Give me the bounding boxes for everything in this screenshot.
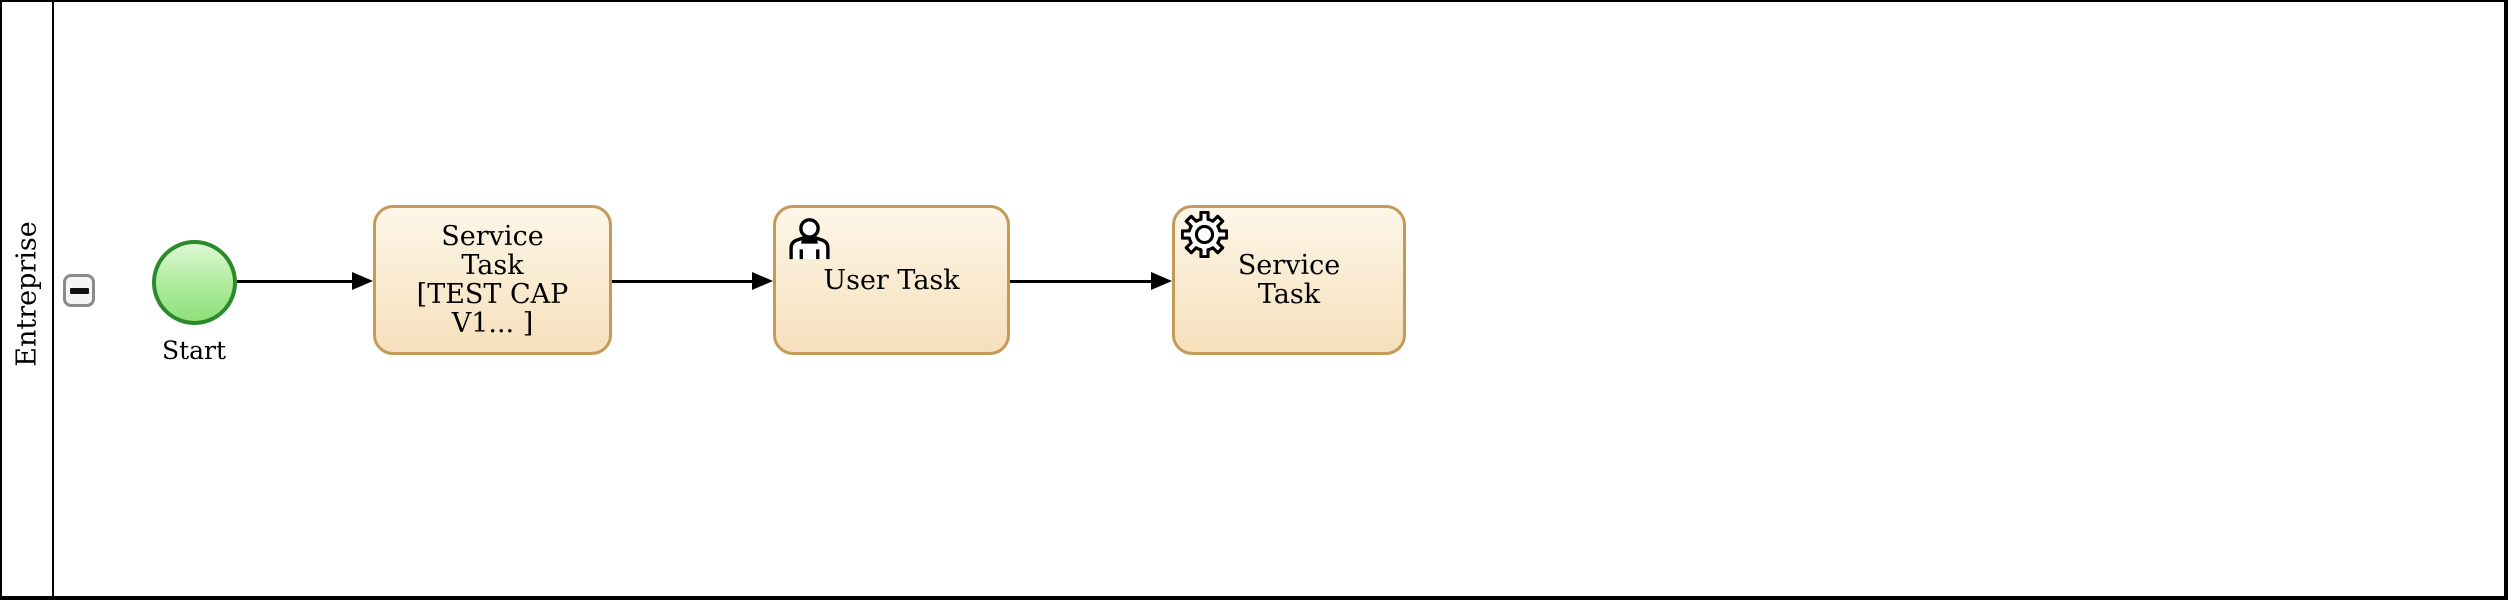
- task-service-2[interactable]: Service Task: [1172, 205, 1406, 355]
- start-event-label: Start: [161, 336, 227, 365]
- task-service-1[interactable]: Service Task [TEST CAP V1... ]: [373, 205, 612, 355]
- sequence-flow-3-arrowhead: [1151, 272, 1172, 290]
- task-service-1-label: Service Task [TEST CAP V1... ]: [416, 221, 569, 339]
- task-service-2-label: Service Task: [1237, 250, 1341, 310]
- sequence-flow-2-arrowhead: [752, 272, 773, 290]
- collapse-button[interactable]: [63, 274, 95, 307]
- lane-header[interactable]: Entreprise: [2, 2, 54, 596]
- lane-label: Entreprise: [11, 221, 43, 367]
- task-user[interactable]: User Task: [773, 205, 1010, 355]
- user-icon: [789, 218, 830, 260]
- gear-icon: [1181, 211, 1228, 258]
- minus-icon: [69, 287, 89, 294]
- sequence-flow-1[interactable]: [237, 280, 354, 283]
- sequence-flow-1-arrowhead: [352, 272, 373, 290]
- start-event[interactable]: [152, 240, 237, 325]
- sequence-flow-3[interactable]: [1010, 280, 1152, 283]
- task-user-label: User Task: [823, 264, 960, 296]
- sequence-flow-2[interactable]: [612, 280, 753, 283]
